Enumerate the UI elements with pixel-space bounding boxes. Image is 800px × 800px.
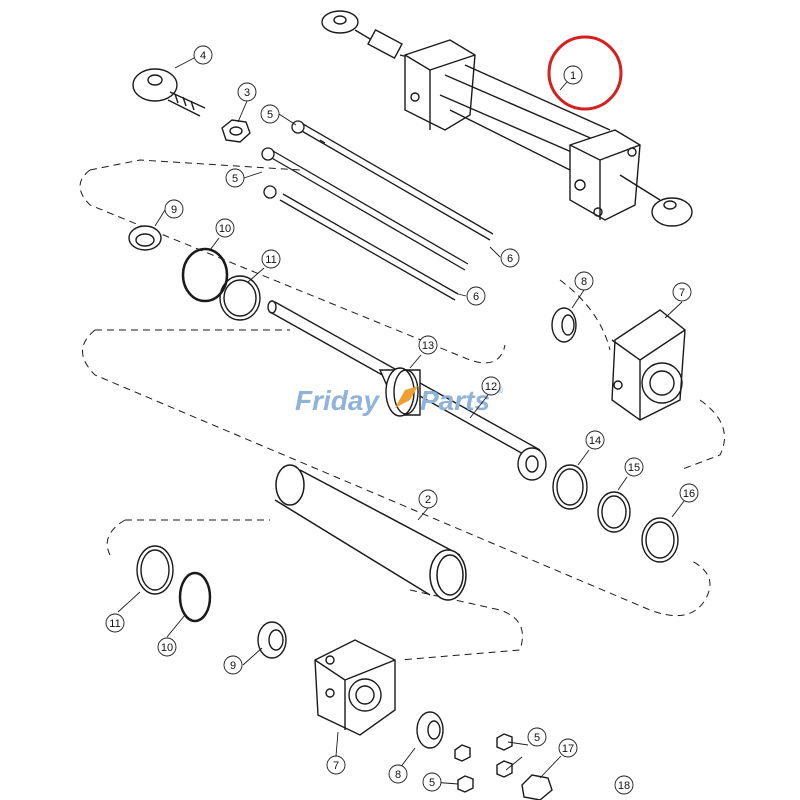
callout-16: 16 <box>679 483 699 503</box>
middle-seal-set <box>552 464 679 563</box>
callout-5: 5 <box>422 772 442 792</box>
callout-label: 13 <box>422 340 434 352</box>
callout-11: 11 <box>105 613 125 633</box>
callout-7: 7 <box>326 755 346 775</box>
rod-end-eye <box>132 68 206 117</box>
callout-13: 13 <box>418 335 438 355</box>
callout-5: 5 <box>225 168 245 188</box>
upper-gland-and-head <box>551 307 686 421</box>
watermark-text-part2: Parts <box>420 385 490 416</box>
callout-label: 1 <box>570 70 576 82</box>
callout-label: 6 <box>507 253 513 265</box>
callout-6: 6 <box>466 286 486 306</box>
watermark-registered-mark: ® <box>497 386 503 395</box>
group-outline-upper-seals <box>79 159 506 364</box>
callout-2: 2 <box>418 489 438 509</box>
callout-label: 5 <box>429 777 435 789</box>
callout-label: 12 <box>485 381 497 393</box>
watermark-swoosh-icon <box>395 386 418 408</box>
upper-seal-set <box>128 225 261 321</box>
callout-12: 12 <box>481 376 501 396</box>
callouts: 1 2 3 4 5 5 5 5 6 6 7 7 8 8 9 9 10 10 11… <box>105 45 699 795</box>
callout-3: 3 <box>237 82 257 102</box>
jam-nut <box>221 119 251 143</box>
callout-10: 10 <box>157 637 177 657</box>
callout-5: 5 <box>260 104 280 124</box>
lower-hardware <box>416 711 553 800</box>
callout-label: 10 <box>161 642 173 654</box>
callout-4: 4 <box>193 45 213 65</box>
callout-11: 11 <box>261 249 281 269</box>
callout-18: 18 <box>614 775 634 795</box>
callout-label: 4 <box>200 50 206 62</box>
callout-7: 7 <box>672 282 692 302</box>
callout-label: 5 <box>232 173 238 185</box>
callout-8: 8 <box>574 271 594 291</box>
callout-label: 14 <box>589 435 601 447</box>
callout-label: 8 <box>395 769 401 781</box>
callout-1: 1 <box>563 65 583 85</box>
callout-label: 16 <box>683 488 695 500</box>
highlight-ring <box>547 35 623 111</box>
callout-label: 17 <box>562 743 574 755</box>
group-outline-lower-seals <box>106 519 523 661</box>
callout-label: 2 <box>425 494 431 506</box>
group-outline-middle-seals <box>82 279 725 617</box>
callout-label: 10 <box>219 223 231 235</box>
piston-rod-assembly <box>267 300 547 481</box>
callout-label: 15 <box>628 462 640 474</box>
callout-label: 8 <box>581 276 587 288</box>
watermark: Friday Parts ® <box>295 385 503 416</box>
callout-label: 3 <box>244 87 250 99</box>
callout-label: 5 <box>267 109 273 121</box>
tie-rods <box>261 120 494 301</box>
callout-15: 15 <box>624 457 644 477</box>
callout-label: 9 <box>171 204 177 216</box>
barrel-tube <box>274 464 467 601</box>
assembled-cylinder <box>321 10 693 227</box>
lower-seal-set <box>136 545 287 659</box>
callout-9: 9 <box>164 199 184 219</box>
callout-10: 10 <box>215 218 235 238</box>
callout-9: 9 <box>223 655 243 675</box>
callout-14: 14 <box>585 430 605 450</box>
callout-leaders <box>117 57 685 785</box>
lower-base-head <box>314 639 396 736</box>
callout-6: 6 <box>500 248 520 268</box>
callout-label: 7 <box>679 287 685 299</box>
callout-label: 11 <box>109 618 120 630</box>
callout-label: 11 <box>265 254 276 266</box>
callout-label: 6 <box>473 291 479 303</box>
callout-label: 7 <box>333 760 339 772</box>
callout-label: 5 <box>534 732 540 744</box>
callout-17: 17 <box>558 738 578 758</box>
callout-8: 8 <box>388 764 408 784</box>
watermark-text-part1: Friday <box>295 385 380 416</box>
callout-label: 9 <box>230 660 236 672</box>
callout-5: 5 <box>527 727 547 747</box>
callout-label: 18 <box>618 780 630 792</box>
